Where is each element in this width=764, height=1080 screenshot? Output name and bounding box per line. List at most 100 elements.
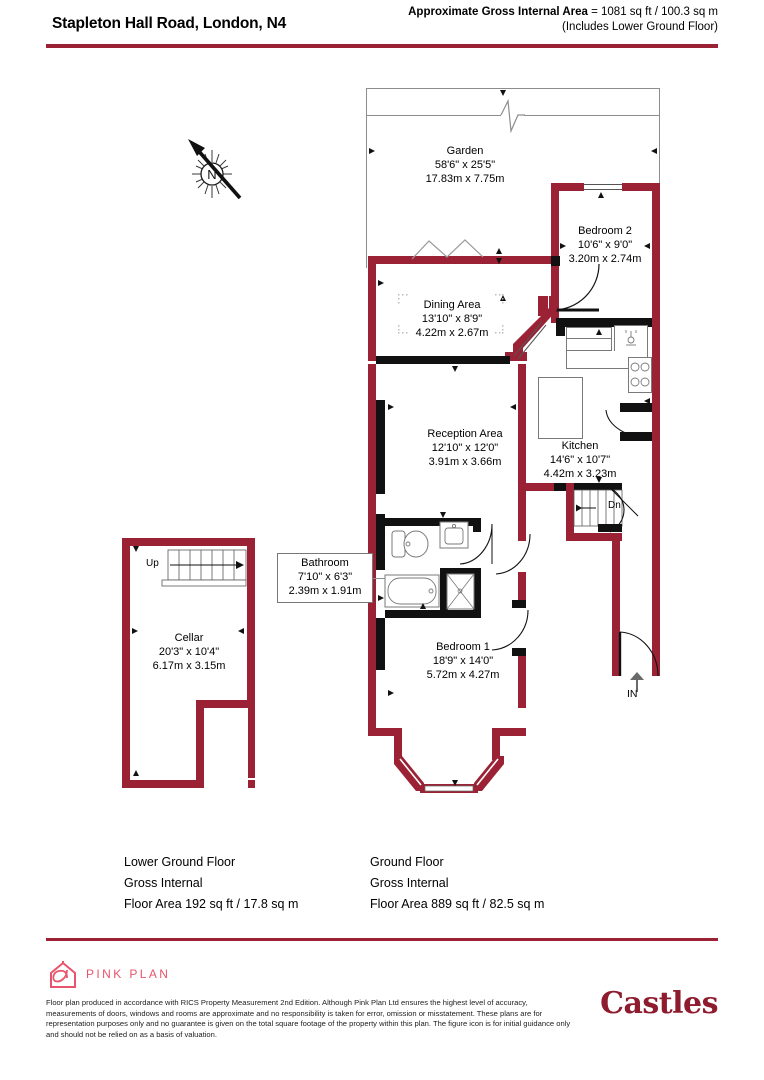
basin-icon: [439, 521, 469, 549]
door-swing-stairs: [609, 487, 639, 533]
room-name: Bathroom: [301, 557, 349, 569]
break-symbol: [500, 98, 525, 134]
gross-area-note: (Includes Lower Ground Floor): [562, 21, 718, 33]
bathtub-icon: [384, 574, 440, 608]
kitchen-counter-unit: [566, 327, 612, 339]
pink-plan-logo: [47, 960, 267, 990]
ground-floor-type: Gross Internal: [370, 876, 449, 890]
stairs-down-label: Dn: [608, 500, 621, 511]
room-dim-metric: 3.91m x 3.66m: [428, 456, 502, 468]
room-name: Garden: [446, 145, 484, 157]
dim-arrow: [378, 595, 384, 601]
dim-arrow: [238, 628, 244, 634]
dim-arrow: [510, 404, 516, 410]
disclaimer-text: Floor plan produced in accordance with R…: [46, 998, 571, 1039]
dim-arrow: [440, 512, 446, 518]
dim-arrow: [598, 192, 604, 198]
room-label-bathroom: Bathroom 7'10" x 6'3" 2.39m x 1.91m: [277, 556, 373, 598]
room-dim-imperial: 20'3" x 10'4": [158, 646, 220, 658]
room-name: Bedroom 1: [436, 641, 490, 653]
room-label-cellar: Cellar 20'3" x 10'4" 6.17m x 3.15m: [128, 631, 250, 673]
pink-plan-house-icon: [50, 961, 76, 988]
door-swing-bedroom2: [552, 263, 600, 312]
page-title: Stapleton Hall Road, London, N4: [52, 15, 287, 32]
dim-arrow: [644, 398, 650, 404]
dim-arrow: [560, 243, 566, 249]
room-label-garden: Garden 58'6" x 25'5" 17.83m x 7.75m: [385, 144, 545, 186]
dim-arrow: [496, 258, 502, 264]
dim-arrow: [388, 404, 394, 410]
bathroom-leader-line: [373, 578, 385, 579]
lower-floor-name: Lower Ground Floor: [124, 855, 236, 869]
dim-arrow: [388, 690, 394, 696]
rooflight-zigzag: [411, 239, 484, 260]
kitchen-sink: [614, 325, 648, 353]
room-dim-imperial: 13'10" x 8'9": [421, 313, 483, 325]
dim-arrow: [133, 770, 139, 776]
gross-area-value: = 1081 sq ft / 100.3 sq m: [587, 6, 718, 18]
dim-arrow: [452, 780, 458, 786]
lower-floor-type: Gross Internal: [124, 876, 203, 890]
cellar-stairs-up-label: Up: [146, 558, 159, 569]
ground-floor-summary: Ground Floor Gross Internal Floor Area 8…: [370, 852, 544, 915]
room-label-kitchen: Kitchen 14'6" x 10'7" 4.42m x 3.23m: [520, 439, 640, 481]
room-dim-imperial: 14'6" x 10'7": [549, 454, 611, 466]
room-dim-imperial: 12'10" x 12'0": [431, 442, 499, 454]
hob-burners-icon: [630, 362, 650, 387]
dim-arrow: [378, 280, 384, 286]
room-label-reception: Reception Area 12'10" x 12'0" 3.91m x 3.…: [400, 427, 530, 469]
dim-arrow: [651, 148, 657, 154]
dim-arrow: [133, 546, 139, 552]
dim-arrow: [496, 248, 502, 254]
ground-floor-area: Floor Area 889 sq ft / 82.5 sq m: [370, 897, 545, 911]
dim-arrow: [452, 366, 458, 372]
header-divider: [46, 44, 718, 48]
footer-divider: [46, 938, 718, 941]
room-dim-metric: 2.39m x 1.91m: [288, 585, 362, 597]
dim-arrow: [420, 603, 426, 609]
room-name: Reception Area: [427, 428, 503, 440]
room-dim-metric: 6.17m x 3.15m: [152, 660, 226, 672]
room-label-bathroom-box: [277, 553, 373, 603]
room-name: Bedroom 2: [578, 225, 632, 237]
room-dim-imperial: 58'6" x 25'5": [434, 159, 496, 171]
room-name: Cellar: [174, 632, 204, 644]
room-dim-imperial: 18'9" x 14'0": [432, 655, 494, 667]
castles-logo: Castles: [600, 986, 718, 1021]
room-dim-imperial: 10'6" x 9'0": [577, 239, 633, 251]
pink-plan-wordmark: PINK PLAN: [86, 967, 171, 981]
kitchen-hob: [628, 357, 652, 393]
shower-cubicle-icon: [446, 573, 475, 610]
lower-floor-area: Floor Area 192 sq ft / 17.8 sq m: [124, 897, 299, 911]
room-name: Dining Area: [423, 299, 481, 311]
gross-area-label: Approximate Gross Internal Area: [408, 6, 588, 18]
ground-floor-name: Ground Floor: [370, 855, 444, 869]
stairs-treads: [573, 489, 623, 527]
room-label-bedroom1: Bedroom 1 18'9" x 14'0" 5.72m x 4.27m: [398, 640, 528, 682]
door-swing-bedroom1-b: [491, 609, 529, 651]
room-dim-metric: 3.20m x 2.74m: [568, 253, 642, 265]
dim-arrow: [644, 243, 650, 249]
entrance-arrow-icon: [630, 672, 644, 692]
door-swing-entrance: [618, 631, 659, 677]
room-name: Kitchen: [561, 440, 599, 452]
room-dim-metric: 17.83m x 7.75m: [425, 173, 505, 185]
room-dim-imperial: 7'10" x 6'3": [297, 571, 353, 583]
bay-window: [394, 756, 504, 793]
dim-arrow: [369, 148, 375, 154]
kitchen-lower-wall: [518, 483, 554, 491]
header: Stapleton Hall Road, London, N4 Approxim…: [0, 0, 764, 56]
dim-arrow: [132, 628, 138, 634]
lower-ground-floor-summary: Lower Ground Floor Gross Internal Floor …: [124, 852, 298, 915]
dim-arrow: [596, 477, 602, 483]
door-swing-bathroom: [459, 523, 493, 565]
room-dim-metric: 4.42m x 3.23m: [543, 468, 617, 480]
room-dim-metric: 5.72m x 4.27m: [426, 669, 500, 681]
sink-tap-icon: [625, 330, 637, 346]
door-swing-bedroom1-a: [495, 533, 531, 575]
opening-dining-kitchen: [513, 321, 547, 360]
gross-internal-area: Approximate Gross Internal Area = 1081 s…: [408, 6, 718, 18]
entrance-label: IN: [627, 688, 638, 700]
room-label-bedroom2: Bedroom 2 10'6" x 9'0" 3.20m x 2.74m: [545, 224, 665, 266]
